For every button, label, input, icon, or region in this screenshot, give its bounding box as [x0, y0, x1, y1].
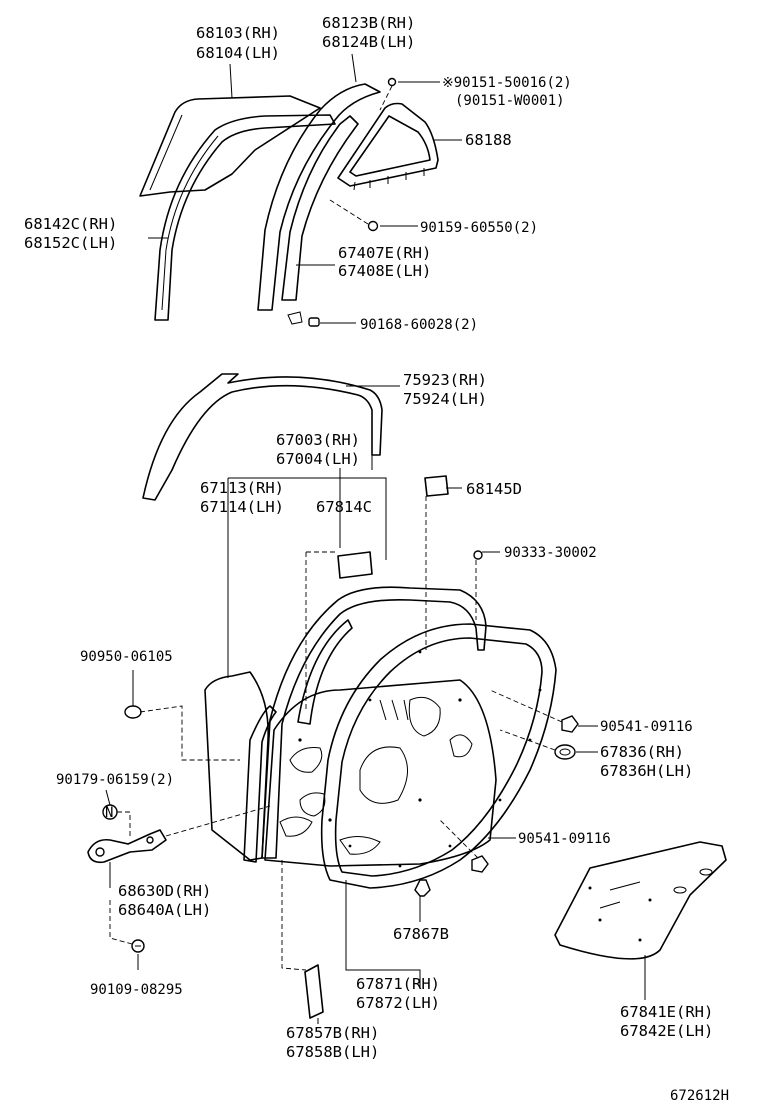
label-90541-lower: 90541-09116	[518, 831, 611, 847]
clip-90541-upper[interactable]	[561, 715, 579, 733]
label-90151-a: ※90151-50016(2)	[442, 75, 572, 91]
label-67814c: 67814C	[316, 498, 372, 516]
label-68104: 68104(LH)	[196, 44, 280, 62]
label-67836: 67836(RH)	[600, 743, 684, 761]
label-67857b: 67857B(RH)	[286, 1024, 379, 1042]
label-90950: 90950-06105	[80, 649, 173, 665]
label-68145d: 68145D	[466, 480, 522, 498]
cushion-68145d[interactable]	[424, 475, 449, 497]
label-67842e: 67842E(LH)	[620, 1022, 713, 1040]
bolt-90168[interactable]	[308, 317, 320, 327]
label-67872: 67872(LH)	[356, 994, 440, 1012]
clip-90541-lower[interactable]	[471, 855, 489, 873]
pad-67814c[interactable]	[337, 551, 373, 579]
screw-mark-n: N	[105, 805, 113, 821]
plug-90950[interactable]	[124, 705, 142, 719]
hinge-pad-67857b[interactable]	[304, 964, 324, 1019]
label-68124b: 68124B(LH)	[322, 33, 415, 51]
label-90168: 90168-60028(2)	[360, 317, 478, 333]
label-68640a: 68640A(LH)	[118, 901, 211, 919]
plug-90333[interactable]	[473, 550, 483, 560]
frame-moulding-75923[interactable]	[142, 373, 383, 501]
door-weatherstrip-67871[interactable]	[320, 623, 557, 889]
door-glass[interactable]	[139, 95, 321, 197]
figure-id: 672612H	[670, 1088, 729, 1104]
screw-90151[interactable]	[387, 77, 397, 87]
label-68630d: 68630D(RH)	[118, 882, 211, 900]
rear-division-bar[interactable]	[257, 83, 381, 325]
glass-run-channel-front[interactable]	[154, 114, 336, 321]
door-inner-molding-67003[interactable]	[243, 705, 277, 863]
label-90179: 90179-06159(2)	[56, 772, 174, 788]
grommet-67836[interactable]	[554, 744, 576, 760]
label-68188: 68188	[465, 131, 512, 149]
rear-door-panel[interactable]	[204, 586, 497, 867]
label-67408e: 67408E(LH)	[338, 262, 431, 280]
screw-90159[interactable]	[367, 220, 379, 232]
label-68142c: 68142C(RH)	[24, 215, 117, 233]
label-68123b: 68123B(RH)	[322, 14, 415, 32]
label-75923: 75923(RH)	[403, 371, 487, 389]
label-67113: 67113(RH)	[200, 479, 284, 497]
label-67003: 67003(RH)	[276, 431, 360, 449]
label-90109: 90109-08295	[90, 982, 183, 998]
label-67871: 67871(RH)	[356, 975, 440, 993]
label-90541-upper: 90541-09116	[600, 719, 693, 735]
label-67858b: 67858B(LH)	[286, 1043, 379, 1061]
label-67841e: 67841E(RH)	[620, 1003, 713, 1021]
label-90151-b: (90151-W0001)	[455, 93, 565, 109]
label-90333: 90333-30002	[504, 545, 597, 561]
label-90159: 90159-60550(2)	[420, 220, 538, 236]
label-67407e: 67407E(RH)	[338, 244, 431, 262]
label-67867b: 67867B	[393, 925, 449, 943]
clip-67867b[interactable]	[414, 879, 431, 897]
quarter-glass[interactable]	[337, 102, 439, 191]
bolt-90109[interactable]	[131, 939, 145, 953]
label-68103: 68103(RH)	[196, 24, 280, 42]
label-68152c: 68152C(LH)	[24, 234, 117, 252]
label-67114: 67114(LH)	[200, 498, 284, 516]
leader-lines	[105, 53, 646, 1024]
label-67004: 67004(LH)	[276, 450, 360, 468]
door-check-68630d[interactable]	[87, 829, 167, 864]
label-67836h: 67836H(LH)	[600, 762, 693, 780]
service-hole-cover-67841e[interactable]	[554, 841, 727, 960]
label-75924: 75924(LH)	[403, 390, 487, 408]
